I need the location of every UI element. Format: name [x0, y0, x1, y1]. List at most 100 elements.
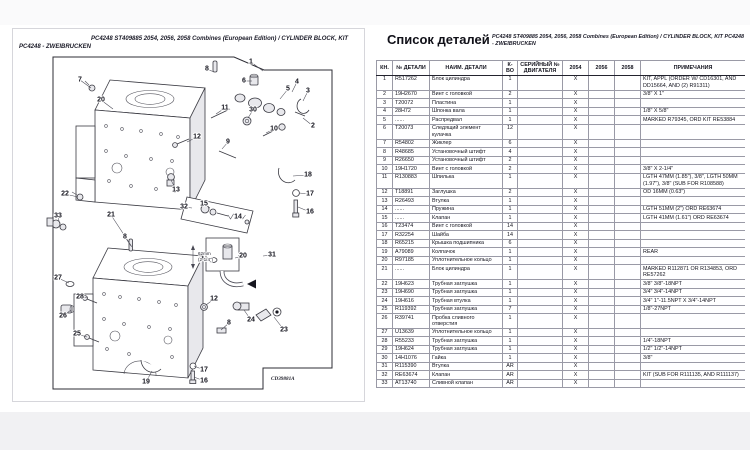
cell-2056: [588, 336, 615, 346]
cell-serial: [517, 155, 563, 166]
header-2054: 2054: [562, 60, 589, 76]
cell-2056: [588, 147, 615, 157]
cell-remarks: [640, 327, 745, 338]
cell-2054: X: [562, 98, 589, 108]
cell-serial: [517, 230, 563, 240]
bottom-margin-band: [0, 412, 750, 450]
breather-box: [205, 237, 240, 272]
cell-part-name: Шпилька: [429, 172, 503, 189]
cell-2058: [614, 344, 641, 355]
header-key-number: КН.: [376, 60, 393, 76]
cell-part-number: 19H623: [392, 279, 430, 289]
cell-part-number: AT13740: [392, 378, 430, 389]
cell-qty: 1: [502, 296, 518, 306]
dimension-label: 62mm: [198, 251, 211, 256]
cell-2058: [614, 74, 641, 91]
callout-20: 20: [239, 252, 247, 259]
header-2058: 2058: [614, 60, 641, 76]
cell-qty: 1: [502, 313, 518, 329]
cell-qty: 1: [502, 255, 518, 266]
cell-2056: [588, 264, 615, 281]
cell-2056: [588, 115, 615, 125]
callout-leader: [206, 68, 215, 73]
cell-serial: [517, 74, 563, 91]
cell-2056: [588, 213, 615, 223]
cell-part-number: RE63674: [392, 370, 430, 380]
cell-part-name: Втулка: [429, 196, 503, 206]
cell-serial: [517, 255, 563, 266]
cell-serial: [517, 147, 563, 157]
cell-key-number: 21: [376, 264, 393, 281]
cell-2058: [614, 155, 641, 166]
cell-2054: X: [562, 221, 589, 232]
cell-remarks: [640, 255, 745, 266]
cell-qty: 1: [502, 287, 518, 298]
cell-2054: X: [562, 115, 589, 125]
cell-part-number: R55233: [392, 336, 430, 346]
cell-qty: 1: [502, 353, 518, 363]
cell-2054: X: [562, 106, 589, 117]
cell-remarks: 3/8" X 2-1/4": [640, 164, 745, 174]
callout-leader: [193, 365, 205, 371]
cell-part-number: 19H624: [392, 344, 430, 355]
cell-serial: [517, 98, 563, 108]
cell-part-name: Клапан: [429, 213, 503, 223]
cell-2054: X: [562, 238, 589, 249]
cell-qty: 1: [502, 172, 518, 189]
cell-part-name: Шпонка вала: [429, 106, 503, 117]
cell-2054: X: [562, 172, 589, 189]
callout-12: 12: [210, 295, 218, 302]
callout-leader: [243, 309, 252, 321]
cell-qty: 1: [502, 213, 518, 223]
cell-2056: [588, 123, 615, 140]
cell-part-number: T23474: [392, 221, 430, 232]
callout-leader: [291, 81, 298, 93]
cell-serial: [517, 378, 563, 389]
cell-part-number: R517262: [392, 74, 430, 91]
cell-part-number: R130883: [392, 172, 430, 189]
cell-remarks: [640, 221, 745, 232]
callout-30: 30: [249, 106, 257, 113]
cell-part-number: ......: [392, 115, 430, 125]
cell-2054: X: [562, 247, 589, 257]
diagram-page-header: PC4248 ST409885 2054, 2056, 2058 Combine…: [19, 36, 349, 50]
cell-qty: 1: [502, 74, 518, 91]
cell-part-number: R48685: [392, 147, 430, 157]
cell-serial: [517, 287, 563, 298]
cell-part-name: Пружина: [429, 204, 503, 215]
callout-32: 32: [180, 203, 188, 210]
cell-part-name: Трубная заглушка: [429, 279, 503, 289]
cell-part-name: Винт с головкой: [429, 89, 503, 100]
callout-11: 11: [221, 104, 229, 111]
cell-qty: AR: [502, 361, 518, 372]
cell-2056: [588, 155, 615, 166]
cell-serial: [517, 313, 563, 329]
callout-leader: [215, 107, 226, 115]
callout-leader: [221, 141, 229, 150]
cell-remarks: [640, 138, 745, 149]
cell-2056: [588, 221, 615, 232]
cell-part-name: Жиклер: [429, 138, 503, 149]
cell-2054: X: [562, 230, 589, 240]
callout-16: 16: [306, 208, 314, 215]
cell-remarks: 3/8": [640, 353, 745, 363]
cell-key-number: 3: [376, 98, 393, 108]
cell-key-number: 17: [376, 230, 393, 240]
callout-leader: [57, 277, 70, 284]
callout-leader: [262, 254, 273, 257]
cell-2054: X: [562, 164, 589, 174]
cell-2058: [614, 287, 641, 298]
cell-2058: [614, 221, 641, 232]
lower-cylinder-block: [73, 247, 204, 379]
cell-part-number: A79089: [392, 247, 430, 257]
cell-part-number: R26493: [392, 196, 430, 206]
cell-2058: [614, 230, 641, 240]
cell-2056: [588, 164, 615, 174]
